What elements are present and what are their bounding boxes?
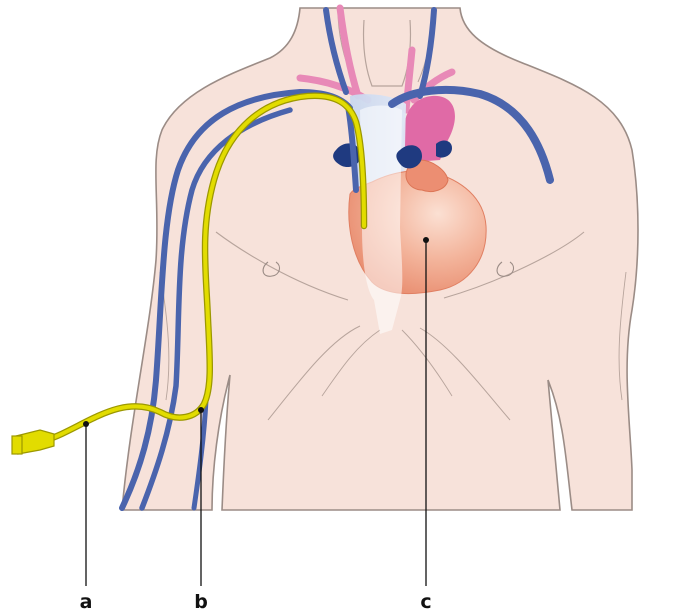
catheter-hub-cap — [12, 436, 22, 454]
label-b: b — [194, 591, 208, 613]
pointer-dot-c — [423, 237, 429, 243]
pointer-dot-b — [198, 407, 204, 413]
pointer-dot-a — [83, 421, 89, 427]
label-c: c — [420, 591, 431, 613]
label-a: a — [80, 591, 93, 613]
